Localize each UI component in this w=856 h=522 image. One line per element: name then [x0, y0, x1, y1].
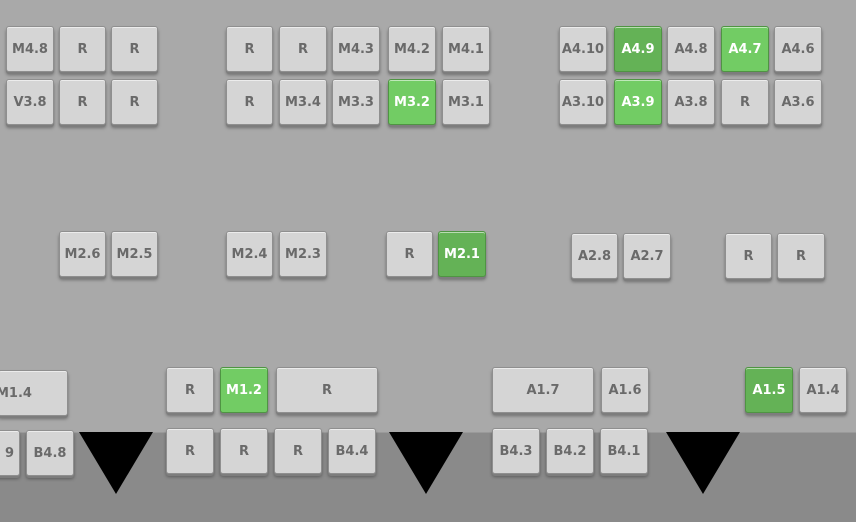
key-v3-8[interactable]: V3.8 — [6, 79, 54, 125]
key-r[interactable]: R — [166, 367, 214, 413]
key-r[interactable]: R — [111, 26, 158, 72]
key-r[interactable]: R — [274, 428, 322, 474]
key-a3-10[interactable]: A3.10 — [559, 79, 607, 125]
key-a1-4[interactable]: A1.4 — [799, 367, 847, 413]
key-a1-5[interactable]: A1.5 — [745, 367, 793, 413]
key-m2-3[interactable]: M2.3 — [279, 231, 327, 277]
key-b4-2[interactable]: B4.2 — [546, 428, 594, 474]
key-r[interactable]: R — [279, 26, 327, 72]
down-triangle-marker — [389, 432, 463, 494]
key-r[interactable]: R — [777, 233, 825, 279]
key-r[interactable]: R — [59, 79, 106, 125]
key-m3-4[interactable]: M3.4 — [279, 79, 327, 125]
key-m3-3[interactable]: M3.3 — [332, 79, 380, 125]
key-a1-6[interactable]: A1.6 — [601, 367, 649, 413]
key-m2-4[interactable]: M2.4 — [226, 231, 273, 277]
down-triangle-marker — [79, 432, 153, 494]
key-a4-10[interactable]: A4.10 — [559, 26, 607, 72]
key-r[interactable]: R — [725, 233, 772, 279]
key-m2-1[interactable]: M2.1 — [438, 231, 486, 277]
key-m4-2[interactable]: M4.2 — [388, 26, 436, 72]
key-r[interactable]: R — [226, 79, 273, 125]
key-m4-8[interactable]: M4.8 — [6, 26, 54, 72]
key-a3-8[interactable]: A3.8 — [667, 79, 715, 125]
key-m3-1[interactable]: M3.1 — [442, 79, 490, 125]
key-b4-4[interactable]: B4.4 — [328, 428, 376, 474]
key-a4-6[interactable]: A4.6 — [774, 26, 822, 72]
key-m1-2[interactable]: M1.2 — [220, 367, 268, 413]
key-m2-5[interactable]: M2.5 — [111, 231, 158, 277]
key-r[interactable]: R — [111, 79, 158, 125]
key-r-wide[interactable]: R — [276, 367, 378, 413]
key-a4-7[interactable]: A4.7 — [721, 26, 769, 72]
key-m2-6[interactable]: M2.6 — [59, 231, 106, 277]
key-r[interactable]: R — [59, 26, 106, 72]
key-a2-7[interactable]: A2.7 — [623, 233, 671, 279]
key-b4-3[interactable]: B4.3 — [492, 428, 540, 474]
key-m1-4[interactable]: M1.4 — [0, 370, 68, 416]
key-r[interactable]: R — [220, 428, 268, 474]
key-m4-1[interactable]: M4.1 — [442, 26, 490, 72]
key-m3-2[interactable]: M3.2 — [388, 79, 436, 125]
key-label: M1.4 — [0, 385, 32, 401]
key-a3-6[interactable]: A3.6 — [774, 79, 822, 125]
key-r[interactable]: R — [226, 26, 273, 72]
key-clipped[interactable]: 9 — [0, 430, 20, 476]
key-b4-1[interactable]: B4.1 — [600, 428, 648, 474]
key-a2-8[interactable]: A2.8 — [571, 233, 618, 279]
key-a4-8[interactable]: A4.8 — [667, 26, 715, 72]
down-triangle-marker — [666, 432, 740, 494]
key-label: 9 — [4, 445, 14, 461]
key-r[interactable]: R — [721, 79, 769, 125]
key-a3-9[interactable]: A3.9 — [614, 79, 662, 125]
key-m4-3[interactable]: M4.3 — [332, 26, 380, 72]
key-a1-7[interactable]: A1.7 — [492, 367, 594, 413]
key-r[interactable]: R — [166, 428, 214, 474]
key-r[interactable]: R — [386, 231, 433, 277]
key-b4-8[interactable]: B4.8 — [26, 430, 74, 476]
key-a4-9[interactable]: A4.9 — [614, 26, 662, 72]
